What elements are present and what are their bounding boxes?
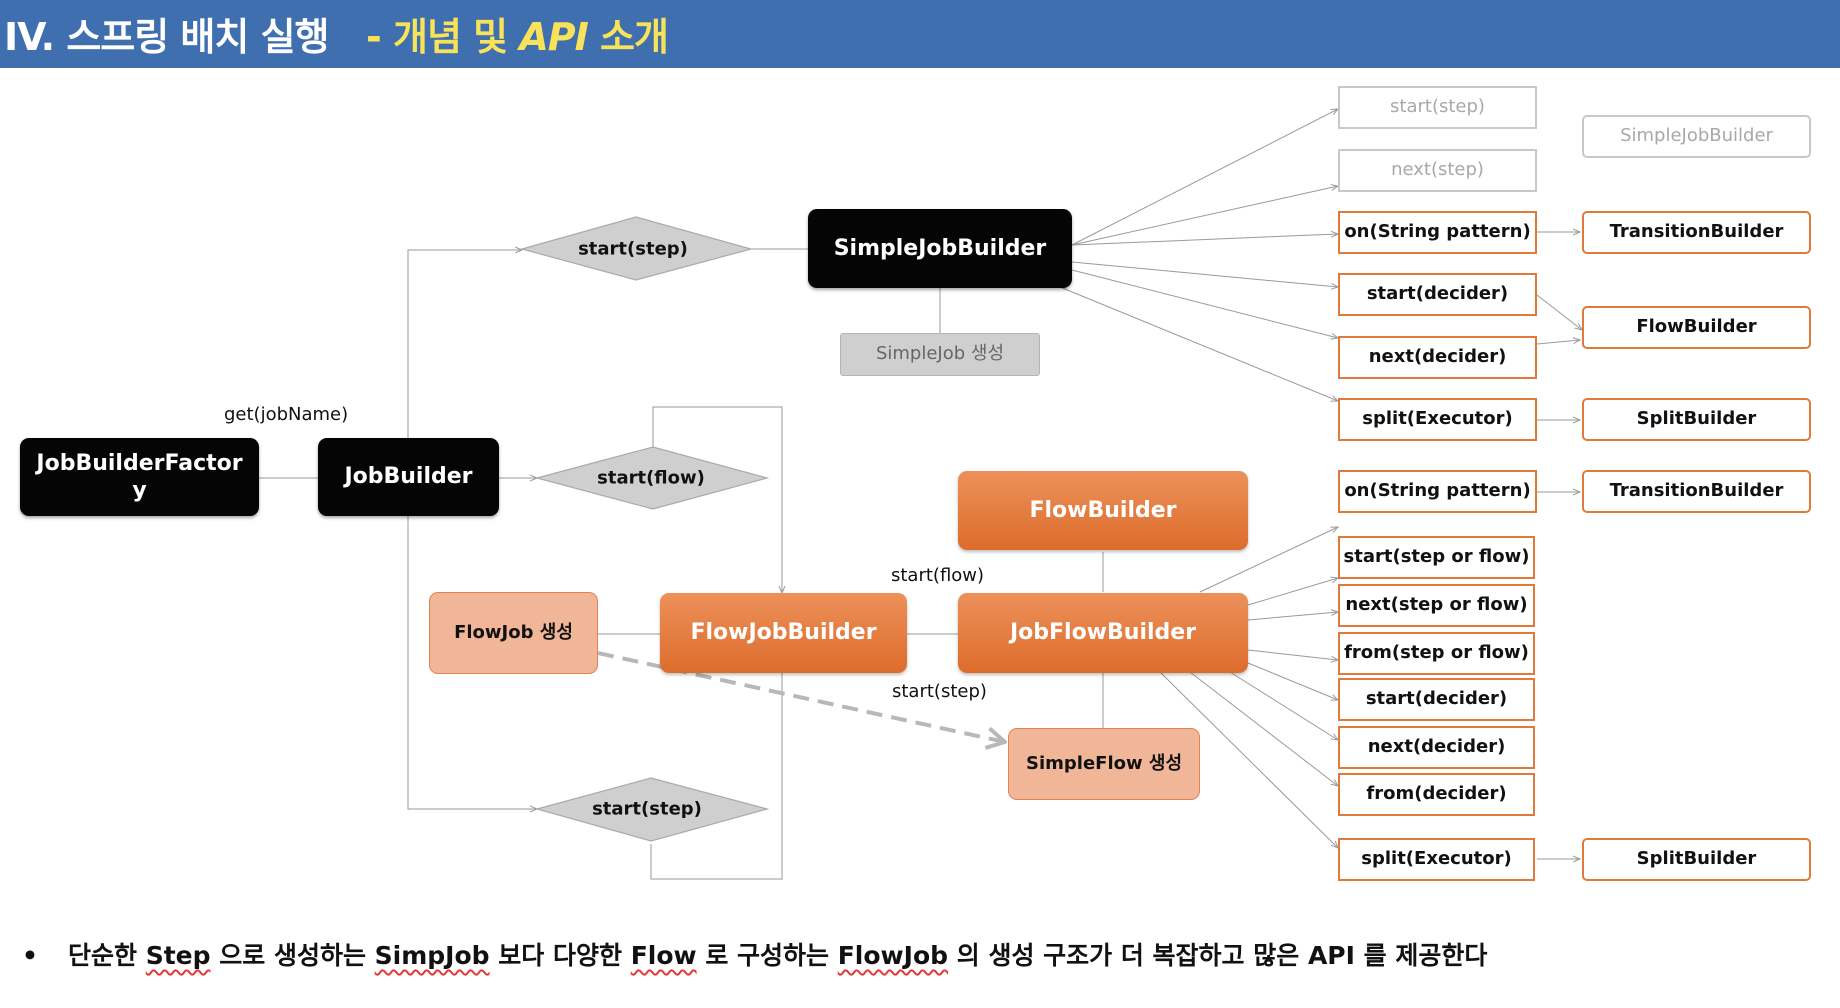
subtitle-prefix: - 개념 및 bbox=[366, 15, 520, 59]
method-box: next(decider) bbox=[1338, 726, 1535, 769]
method-box: split(Executor) bbox=[1338, 838, 1535, 881]
footer-keyword: Flow bbox=[630, 941, 697, 970]
builder-flow-builder: FlowBuilder bbox=[1582, 306, 1811, 349]
decision-label-start-flow: start(flow) bbox=[597, 467, 705, 489]
footer-keyword: SimpJob bbox=[374, 941, 490, 970]
method-box: start(step) bbox=[1338, 86, 1537, 129]
method-box: next(step) bbox=[1338, 149, 1537, 192]
method-box: start(decider) bbox=[1338, 678, 1535, 721]
node-flow-builder: FlowBuilder bbox=[958, 471, 1248, 550]
builder-split-builder-2: SplitBuilder bbox=[1582, 838, 1811, 881]
method-box: start(step or flow) bbox=[1338, 536, 1535, 579]
node-flow-job-builder: FlowJobBuilder bbox=[660, 593, 907, 673]
page-title: IV. 스프링 배치 실행 bbox=[4, 15, 329, 59]
footer-text: 보다 다양한 bbox=[489, 941, 631, 970]
node-job-flow-builder: JobFlowBuilder bbox=[958, 593, 1248, 673]
method-box: start(decider) bbox=[1338, 273, 1537, 316]
method-box: split(Executor) bbox=[1338, 398, 1537, 441]
decision-start-step-top bbox=[519, 216, 754, 281]
footer-keyword: Step bbox=[145, 941, 211, 970]
builder-split-builder-1: SplitBuilder bbox=[1582, 398, 1811, 441]
edge-label-get-job-name: get(jobName) bbox=[224, 404, 349, 425]
edge-label-start-step: start(step) bbox=[892, 681, 987, 702]
decision-start-flow bbox=[534, 446, 770, 510]
method-box: from(decider) bbox=[1338, 773, 1535, 816]
node-job-builder-factory: JobBuilderFactor y bbox=[20, 438, 259, 516]
node-flow-job-create: FlowJob 생성 bbox=[429, 592, 598, 674]
node-simple-job-create: SimpleJob 생성 bbox=[840, 333, 1040, 376]
footer-text: 단순한 bbox=[68, 941, 146, 970]
decision-start-step-bottom bbox=[534, 777, 770, 842]
decision-label-start-step-bottom: start(step) bbox=[592, 798, 702, 820]
method-box: from(step or flow) bbox=[1338, 632, 1535, 675]
footer-text: 로 구성하는 bbox=[696, 941, 838, 970]
page-subtitle: - 개념 및 API 소개 bbox=[366, 6, 669, 61]
builder-transition-builder-2: TransitionBuilder bbox=[1582, 470, 1811, 513]
edge-label-start-flow: start(flow) bbox=[891, 565, 985, 586]
footer-keyword: FlowJob bbox=[837, 941, 949, 970]
method-box: on(String pattern) bbox=[1338, 470, 1537, 513]
footer-text: 으로 생성하는 bbox=[210, 941, 375, 970]
decision-label-start-step-top: start(step) bbox=[578, 238, 688, 260]
node-simple-job-builder: SimpleJobBuilder bbox=[808, 209, 1072, 288]
builder-simple-job-builder: SimpleJobBuilder bbox=[1582, 115, 1811, 158]
node-job-builder: JobBuilder bbox=[318, 438, 499, 516]
node-simple-flow-create: SimpleFlow 생성 bbox=[1008, 728, 1200, 800]
subtitle-suffix: 소개 bbox=[587, 15, 669, 59]
footer-bullet: • bbox=[22, 941, 38, 970]
header-bar: IV. 스프링 배치 실행 - 개념 및 API 소개 bbox=[0, 0, 1840, 68]
footer-text: 의 생성 구조가 더 복잡하고 많은 API 를 제공한다 bbox=[948, 941, 1488, 970]
method-box: next(decider) bbox=[1338, 336, 1537, 379]
builder-transition-builder-1: TransitionBuilder bbox=[1582, 211, 1811, 254]
footer-note: • 단순한 Step 으로 생성하는 SimpJob 보다 다양한 Flow 로 … bbox=[22, 936, 1487, 972]
method-box: on(String pattern) bbox=[1338, 211, 1537, 254]
subtitle-api: API bbox=[519, 15, 588, 59]
method-box: next(step or flow) bbox=[1338, 584, 1535, 627]
